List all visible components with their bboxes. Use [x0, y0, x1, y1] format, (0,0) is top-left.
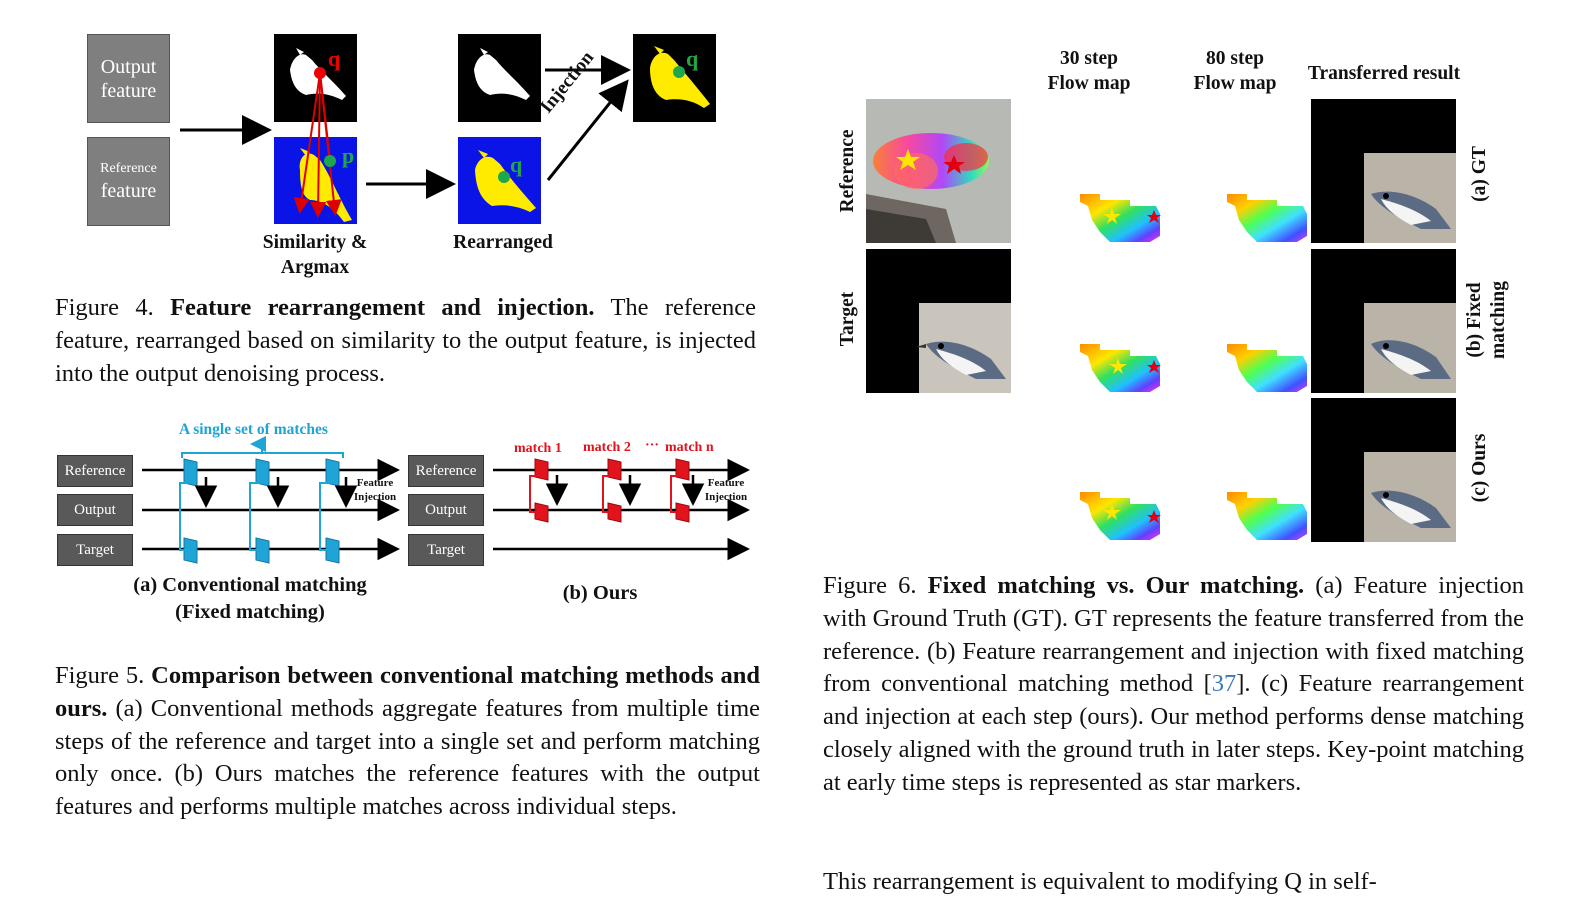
col-transferred-header: Transferred result [1307, 63, 1461, 84]
rearranged-label: Rearranged [453, 232, 553, 253]
figure-4-caption: Figure 4. Feature rearrangement and inje… [55, 294, 756, 387]
row-target-label: Target [837, 291, 858, 347]
row-target-b: Target [408, 534, 484, 566]
output-feature-box: Output feature [87, 34, 170, 123]
figure-4-diagram [180, 34, 716, 224]
match-n-label: match n [665, 440, 714, 455]
figure-5-caption: Figure 5. Comparison between conventiona… [55, 662, 760, 821]
injection-arrow [546, 79, 629, 181]
match-2-label: match 2 [583, 440, 631, 455]
result-gt-image [1311, 99, 1456, 243]
feature-injection-label-b: Feature Injection [704, 477, 748, 503]
citation-link[interactable]: 37 [1211, 670, 1237, 698]
nuthatch-graphic [916, 303, 1011, 393]
q-label: q [328, 46, 341, 71]
flow-map-ref-80 [1227, 194, 1307, 242]
similarity-argmax-label: Similarity & Argmax [262, 232, 368, 278]
subfigure-a-label: (a) Conventional matching (Fixed matchin… [133, 574, 367, 623]
reference-feature-box: Reference feature [87, 137, 170, 226]
flow-maps [1080, 194, 1307, 540]
side-label-fixed: (b) Fixed matching [1464, 281, 1509, 359]
figure-5-diagram [142, 436, 750, 564]
row-output-a: Output [57, 494, 133, 526]
target-bird-image [866, 249, 1011, 393]
row-target-a: Target [57, 534, 133, 566]
flow-map-fixed-30 [1080, 344, 1161, 392]
side-label-gt: (a) GT [1469, 146, 1490, 202]
subfigure-b-label: (b) Ours [562, 582, 638, 604]
col-30-step-header: 30 step Flow map [1047, 48, 1131, 94]
row-reference-label: Reference [837, 129, 858, 213]
flow-map-ref-30 [1080, 194, 1161, 242]
q-label-result: q [686, 46, 699, 71]
row-reference-b: Reference [408, 455, 484, 487]
feature-injection-label-a: Feature Injection [353, 477, 397, 503]
match-1-label: match 1 [514, 441, 562, 456]
flow-map-ours-80 [1227, 492, 1307, 540]
flow-map-fixed-80 [1227, 344, 1307, 392]
ellipsis-label: ··· [645, 438, 660, 453]
result-fixed-image [1311, 249, 1456, 393]
row-reference-a: Reference [57, 455, 133, 487]
reference-bird-image [866, 99, 1011, 243]
body-text: This rearrangement is equivalent to modi… [823, 868, 1377, 895]
reference-bird-graphic [866, 99, 1011, 243]
figure-6-caption: Figure 6. Fixed matching vs. Our matchin… [823, 572, 1525, 796]
row-output-b: Output [408, 494, 484, 526]
result-ours-image [1311, 398, 1456, 542]
flow-map-ours-30 [1080, 492, 1161, 540]
p-label: p [342, 143, 355, 168]
single-set-label: A single set of matches [179, 421, 328, 438]
side-label-ours: (c) Ours [1469, 433, 1490, 503]
col-80-step-header: 80 step Flow map [1193, 48, 1277, 94]
q-label-rearranged: q [510, 152, 523, 177]
